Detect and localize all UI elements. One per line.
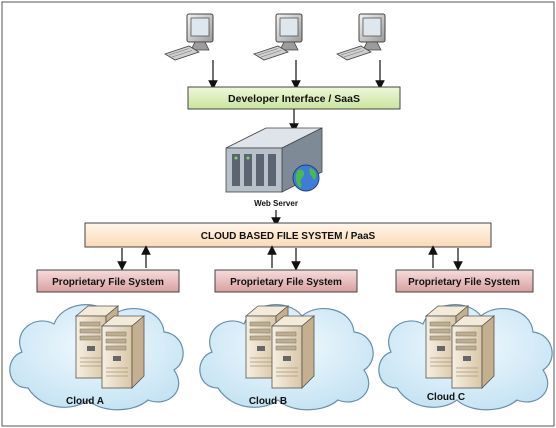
fs-label: Proprietary File System [408,277,520,288]
proprietary-fs-a: Proprietary File System [36,269,180,293]
cloud-label: Cloud A [66,396,104,407]
proprietary-fs-b: Proprietary File System [214,269,358,293]
web-server-label: Web Server [254,199,298,208]
cloud-label: Cloud B [249,396,287,407]
fs-label: Proprietary File System [230,277,342,288]
fs-label: Proprietary File System [52,277,164,288]
globe-icon [292,164,320,192]
cloud-a: Cloud A [9,304,184,411]
server-towers-icon [425,305,495,389]
paas-label: CLOUD BASED FILE SYSTEM / PaaS [201,231,376,242]
saas-layer: Developer Interface / SaaS [187,86,401,110]
cloud-c: Cloud C [378,304,553,411]
paas-layer: CLOUD BASED FILE SYSTEM / PaaS [84,222,492,248]
server-towers-icon [75,305,145,389]
cloud-label: Cloud C [427,392,465,403]
proprietary-fs-c: Proprietary File System [395,269,534,293]
saas-label: Developer Interface / SaaS [228,93,360,105]
cloud-b: Cloud B [199,304,374,411]
server-towers-icon [245,305,315,389]
web-server-icon [225,127,323,193]
